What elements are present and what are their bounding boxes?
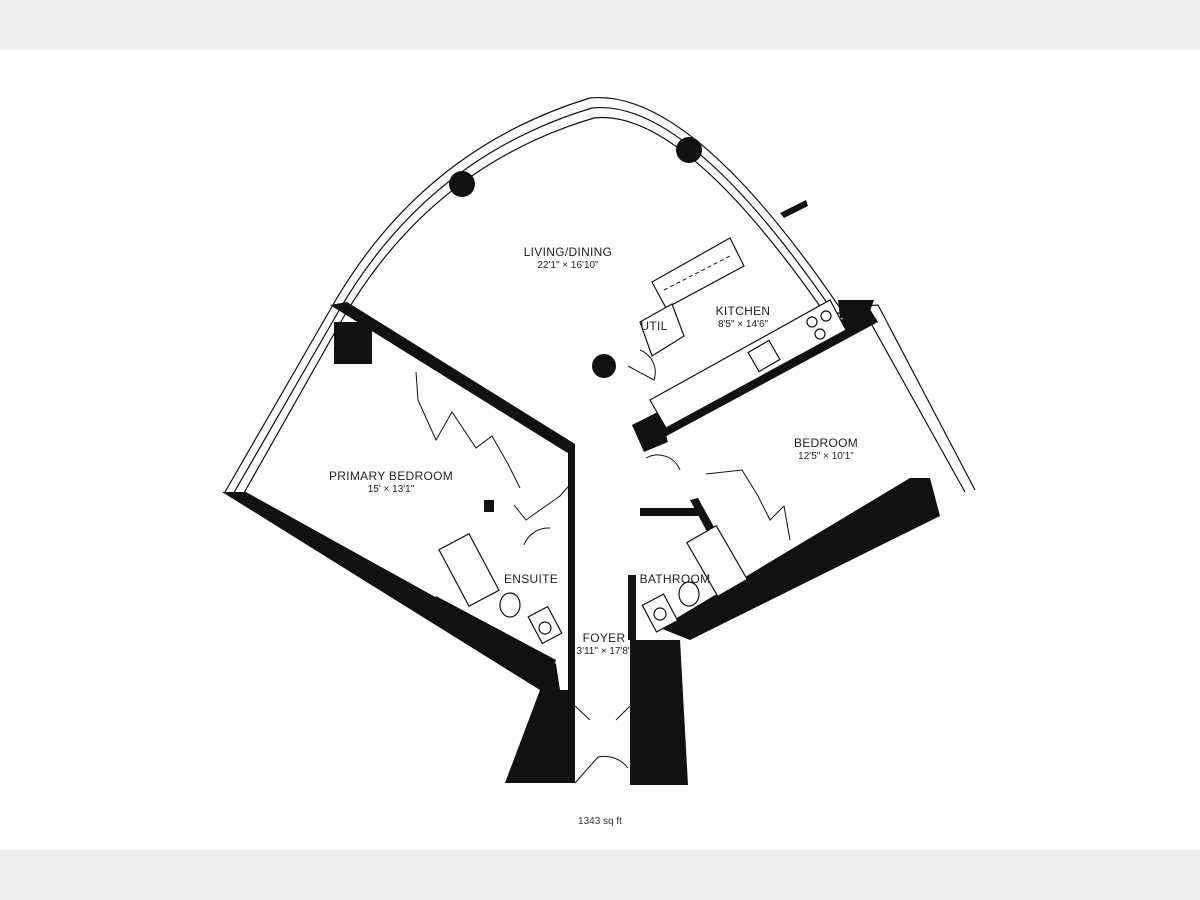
- kitchen-dims: 8'5" × 14'6": [718, 319, 769, 330]
- column-center: [592, 354, 616, 378]
- closet-doors: [415, 371, 791, 541]
- walls: [222, 200, 940, 785]
- living-dining-dims: 22'1" × 16'10": [537, 260, 599, 271]
- total-area-label: 1343 sq ft: [578, 816, 622, 827]
- foyer-label: FOYER: [583, 631, 626, 645]
- bathroom-label: BATHROOM: [640, 572, 711, 586]
- bedroom-label: BEDROOM: [794, 436, 858, 450]
- door-swings: [523, 349, 681, 784]
- window-glazing: [224, 96, 976, 501]
- bathroom-fixtures: [641, 524, 749, 633]
- living-dining-label: LIVING/DINING: [524, 245, 613, 259]
- util-closet: [639, 303, 685, 357]
- kitchen-label: KITCHEN: [716, 304, 771, 318]
- foyer-dims: 3'11" × 17'8": [577, 646, 632, 657]
- kitchen-counter: [649, 299, 847, 429]
- column-left: [449, 171, 475, 197]
- kitchen-island: [651, 237, 745, 309]
- bedroom-dims: 12'5" × 10'1": [798, 451, 854, 462]
- util-label: UTIL: [640, 319, 667, 333]
- floor-plan-drawing: LIVING/DINING 22'1" × 16'10" KITCHEN 8'5…: [222, 96, 976, 827]
- column-right: [676, 137, 702, 163]
- ensuite-fixtures: [438, 532, 563, 645]
- primary-bedroom-label: PRIMARY BEDROOM: [329, 469, 453, 483]
- primary-bedroom-dims: 15' × 13'1": [368, 484, 415, 495]
- ensuite-label: ENSUITE: [504, 572, 558, 586]
- floor-plan-frame: LIVING/DINING 22'1" × 16'10" KITCHEN 8'5…: [0, 50, 1200, 850]
